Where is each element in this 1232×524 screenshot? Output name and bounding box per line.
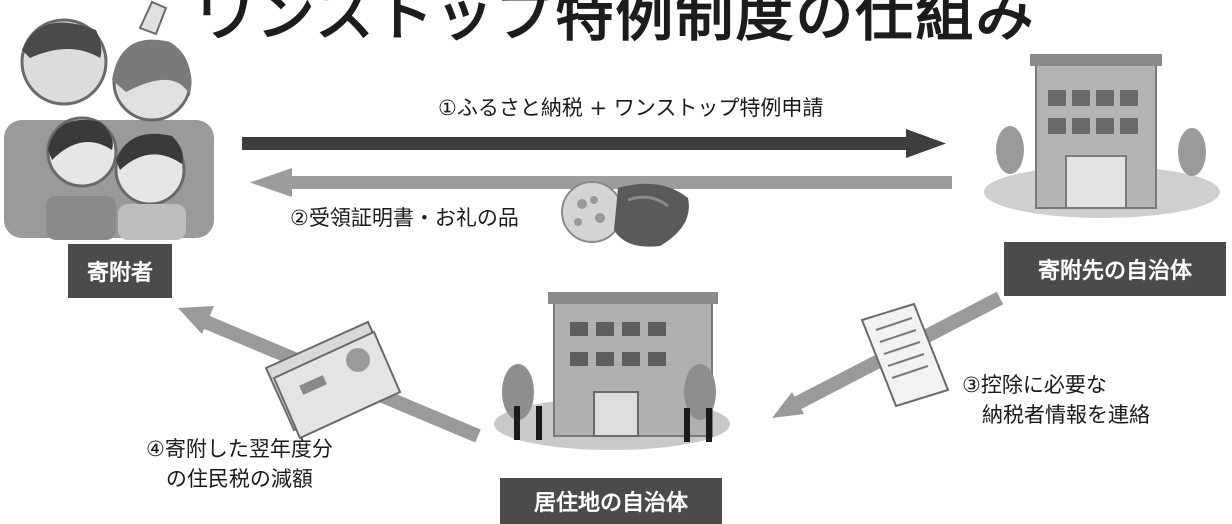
gift-items-icon xyxy=(561,181,689,247)
step3-line2: 納税者情報を連絡 xyxy=(982,403,1150,427)
home-building-illustration xyxy=(494,292,730,450)
step1-text: ①ふるさと納税 + ワンストップ特例申請 xyxy=(438,96,824,120)
step2-text: ②受領証明書・お礼の品 xyxy=(290,206,519,230)
step4-line1: ④寄附した翌年度分 xyxy=(146,437,333,461)
home-gov-label: 居住地の自治体 xyxy=(500,478,722,524)
step4-text: ④寄附した翌年度分 の住民税の減額 xyxy=(146,434,333,494)
step3-line1: ③控除に必要な xyxy=(962,373,1107,397)
step3-text: ③控除に必要な 納税者情報を連絡 xyxy=(962,370,1150,430)
diagram-title: ワンストップ特例制度の仕組み xyxy=(196,0,1036,49)
donor-label: 寄附者 xyxy=(68,244,172,298)
arrow-step2 xyxy=(250,168,952,197)
document-icon xyxy=(860,302,950,408)
recipient-gov-label: 寄附先の自治体 xyxy=(1004,242,1226,296)
arrow-step1 xyxy=(242,129,946,158)
family-illustration xyxy=(4,0,214,240)
step4-line2: の住民税の減額 xyxy=(165,467,313,491)
money-icon xyxy=(264,320,402,440)
recipient-building-illustration xyxy=(984,54,1220,218)
